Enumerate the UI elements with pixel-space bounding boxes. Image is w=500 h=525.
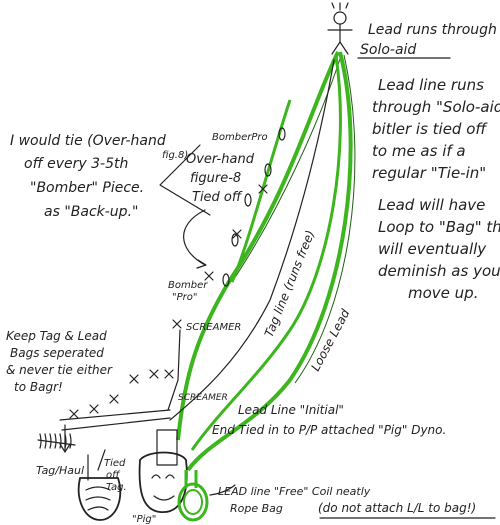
note-right-8: will eventually — [378, 240, 487, 258]
note-bags-4: to Bagr! — [14, 380, 63, 394]
label-bomber-pro-low-1: Bomber — [168, 280, 208, 291]
label-tag-haul: Tag/Haul — [36, 464, 84, 477]
note-left-1: I would tie (Over-hand — [10, 133, 166, 149]
label-bomber-pro-low-2: "Pro" — [172, 292, 197, 303]
climber-figure — [327, 2, 353, 55]
tag-haul-bag — [77, 477, 122, 521]
piece-markers — [172, 184, 268, 329]
note-solo-aid: Solo-aid — [360, 42, 416, 58]
carabiners-upper — [222, 127, 286, 287]
lead-rope-bag — [177, 470, 209, 522]
note-left-2: off every 3-5th — [24, 156, 128, 172]
note-left-4: as "Back-up." — [44, 204, 138, 220]
note-left-1b: fig.8) — [162, 150, 188, 161]
lower-anchor-system — [37, 329, 181, 481]
label-tied-off-2: off — [106, 470, 121, 481]
label-screamer-lower: SCREAMER — [178, 393, 228, 403]
left-note-bracket — [159, 144, 211, 216]
note-bags-2: Bags seperated — [10, 346, 104, 360]
note-bags-1: Keep Tag & Lead — [6, 329, 107, 343]
note-lead-initial-1: Lead Line "Initial" — [238, 403, 344, 417]
note-right-3: bitler is tied off — [372, 120, 488, 138]
note-bags-3: & never tie either — [6, 363, 113, 377]
note-right-4: to me as if a — [372, 142, 466, 160]
lead-rope — [176, 51, 356, 472]
note-left-3: "Bomber" Piece. — [30, 180, 144, 196]
pointer-arrows — [59, 209, 236, 496]
note-mid-1: Over-hand — [186, 152, 255, 167]
note-free-coil-2: Rope Bag — [230, 502, 283, 515]
label-loose-lead: Loose Lead — [308, 307, 352, 374]
note-right-5: regular "Tie-in" — [372, 164, 486, 182]
label-screamer-upper: SCREAMER — [186, 322, 241, 333]
label-pig: "Pig" — [132, 514, 156, 525]
label-tied-off-3: Tag. — [106, 482, 127, 493]
note-free-coil-1: LEAD line "Free" Coil neatly — [218, 485, 371, 498]
label-bomber-pro-top: BomberPro — [212, 132, 268, 143]
note-free-coil-3: (do not attach L/L to bag!) — [318, 501, 476, 515]
note-right-1: Lead line runs — [378, 76, 484, 94]
note-right-7: Loop to "Bag" that — [378, 218, 500, 236]
note-mid-3: Tied off — [192, 190, 243, 205]
note-right-10: move up. — [408, 284, 478, 302]
note-mid-2: figure-8 — [190, 171, 241, 186]
note-lead-runs-through: Lead runs through — [368, 22, 497, 38]
note-right-6: Lead will have — [378, 196, 485, 214]
label-tied-off-1: Tied — [104, 458, 126, 469]
note-right-9: deminish as you'l — [378, 262, 500, 280]
note-lead-initial-2: End Tied in to P/P attached "Pig" Dyno. — [212, 423, 446, 437]
note-right-2: through "Solo-aid" — [372, 98, 500, 116]
tag-line — [169, 59, 335, 421]
